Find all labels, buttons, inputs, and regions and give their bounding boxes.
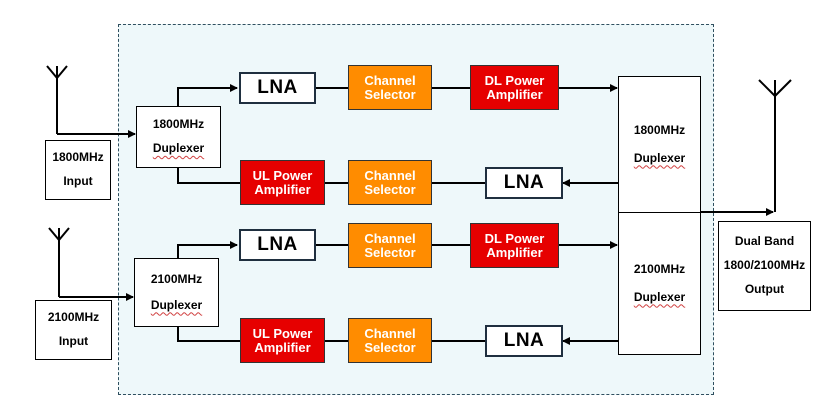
channel-selector-1800-ul: Channel Selector xyxy=(348,160,432,205)
input-1800-label: 1800MHz xyxy=(52,150,104,165)
channel-selector-line1: Channel xyxy=(364,230,416,246)
channel-selector-line2: Selector xyxy=(364,86,416,102)
duplexer-2100-left-freq: 2100MHz xyxy=(150,271,203,286)
channel-selector-1800-dl: Channel Selector xyxy=(348,65,432,110)
channel-selector-2100-ul: Channel Selector xyxy=(348,318,432,363)
ul-power-amplifier-line1: UL Power xyxy=(252,167,313,183)
dl-power-amplifier-line2: Amplifier xyxy=(486,86,543,102)
output-line3: Output xyxy=(744,281,785,296)
dl-power-amplifier-1800: DL Power Amplifier xyxy=(470,65,559,110)
lna-2100-dl: LNA xyxy=(239,229,316,261)
duplexer-2100-right-label: Duplexer xyxy=(633,289,686,304)
dl-power-amplifier-line1: DL Power xyxy=(484,230,545,246)
lna-2100-ul: LNA xyxy=(485,325,563,357)
output-box: Dual Band 1800/2100MHz Output xyxy=(718,221,811,311)
duplexer-1800-left-freq: 1800MHz xyxy=(152,117,205,132)
duplexer-2100-right: 2100MHz Duplexer xyxy=(618,212,701,355)
channel-selector-line2: Selector xyxy=(364,244,416,260)
duplexer-2100-left: 2100MHz Duplexer xyxy=(134,258,219,327)
duplexer-1800-left: 1800MHz Duplexer xyxy=(136,106,221,168)
duplexer-1800-right-label: Duplexer xyxy=(633,150,686,165)
duplexer-1800-right-freq: 1800MHz xyxy=(633,122,686,137)
channel-selector-line1: Channel xyxy=(364,72,416,88)
input-1800-box: 1800MHz Input xyxy=(45,140,111,200)
lna-1800-ul: LNA xyxy=(485,167,563,199)
antenna-icon-output xyxy=(758,79,792,212)
ul-power-amplifier-line2: Amplifier xyxy=(254,339,311,355)
ul-power-amplifier-line2: Amplifier xyxy=(254,181,311,197)
dl-power-amplifier-line2: Amplifier xyxy=(486,244,543,260)
channel-selector-line2: Selector xyxy=(364,181,416,197)
dl-power-amplifier-line1: DL Power xyxy=(484,72,545,88)
input-2100-box: 2100MHz Input xyxy=(35,300,112,360)
input-1800-sub: Input xyxy=(63,174,93,188)
channel-selector-2100-dl: Channel Selector xyxy=(348,223,432,268)
output-line1: Dual Band xyxy=(734,234,795,249)
duplexer-1800-right: 1800MHz Duplexer xyxy=(618,76,701,213)
ul-power-amplifier-line1: UL Power xyxy=(252,325,313,341)
dl-power-amplifier-2100: DL Power Amplifier xyxy=(470,223,559,268)
lna-1800-dl: LNA xyxy=(239,72,316,104)
channel-selector-line1: Channel xyxy=(364,167,416,183)
input-2100-sub: Input xyxy=(58,334,89,348)
channel-selector-line2: Selector xyxy=(364,339,416,355)
output-line2: 1800/2100MHz xyxy=(723,258,806,273)
duplexer-1800-left-label: Duplexer xyxy=(152,141,205,155)
ul-power-amplifier-2100: UL Power Amplifier xyxy=(240,318,325,363)
antenna-icon-2100-input xyxy=(48,227,70,297)
duplexer-2100-right-freq: 2100MHz xyxy=(633,261,686,276)
input-2100-label: 2100MHz xyxy=(47,310,100,325)
antenna-icon-1800-input xyxy=(46,65,68,134)
ul-power-amplifier-1800: UL Power Amplifier xyxy=(240,160,325,205)
duplexer-2100-left-label: Duplexer xyxy=(150,297,203,312)
channel-selector-line1: Channel xyxy=(364,325,416,341)
